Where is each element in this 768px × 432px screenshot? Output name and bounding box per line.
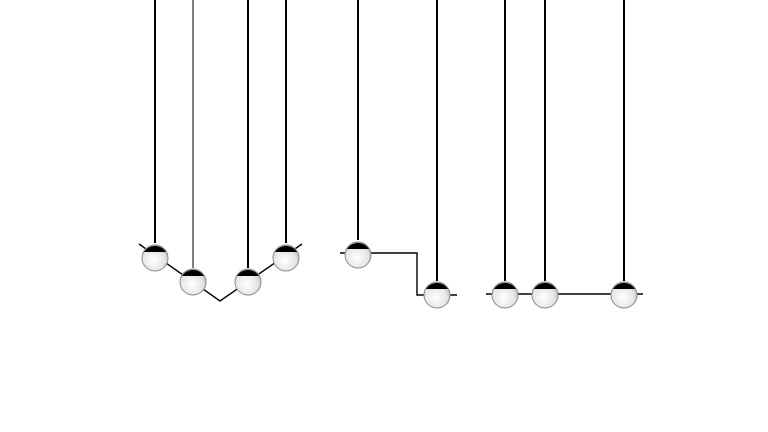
pendulum-8 (531, 0, 559, 309)
pendulum-9 (610, 0, 638, 309)
pendulum-ball-cap (613, 282, 635, 289)
pendulum-4 (272, 0, 300, 272)
panel-v-groove (138, 0, 303, 302)
pendulum-ball-cap (275, 245, 297, 252)
pendulum-3 (234, 0, 262, 296)
panel-step (340, 0, 457, 309)
pendulum-ball-cap (494, 282, 516, 289)
pendulum-1 (141, 0, 169, 272)
pendulum-ball-cap (426, 282, 448, 289)
pendulum-ball-cap (347, 242, 369, 249)
panel-flat (486, 0, 643, 309)
pendulum-ball-cap (144, 245, 166, 252)
pendulum-ball-cap (237, 269, 259, 276)
pendulum-ball-cap (534, 282, 556, 289)
pendulum-5 (344, 0, 372, 269)
pendulum-ball-cap (182, 269, 204, 276)
pendulum-6 (423, 0, 451, 309)
pendulum-7 (491, 0, 519, 309)
pendulum-2 (179, 0, 207, 296)
